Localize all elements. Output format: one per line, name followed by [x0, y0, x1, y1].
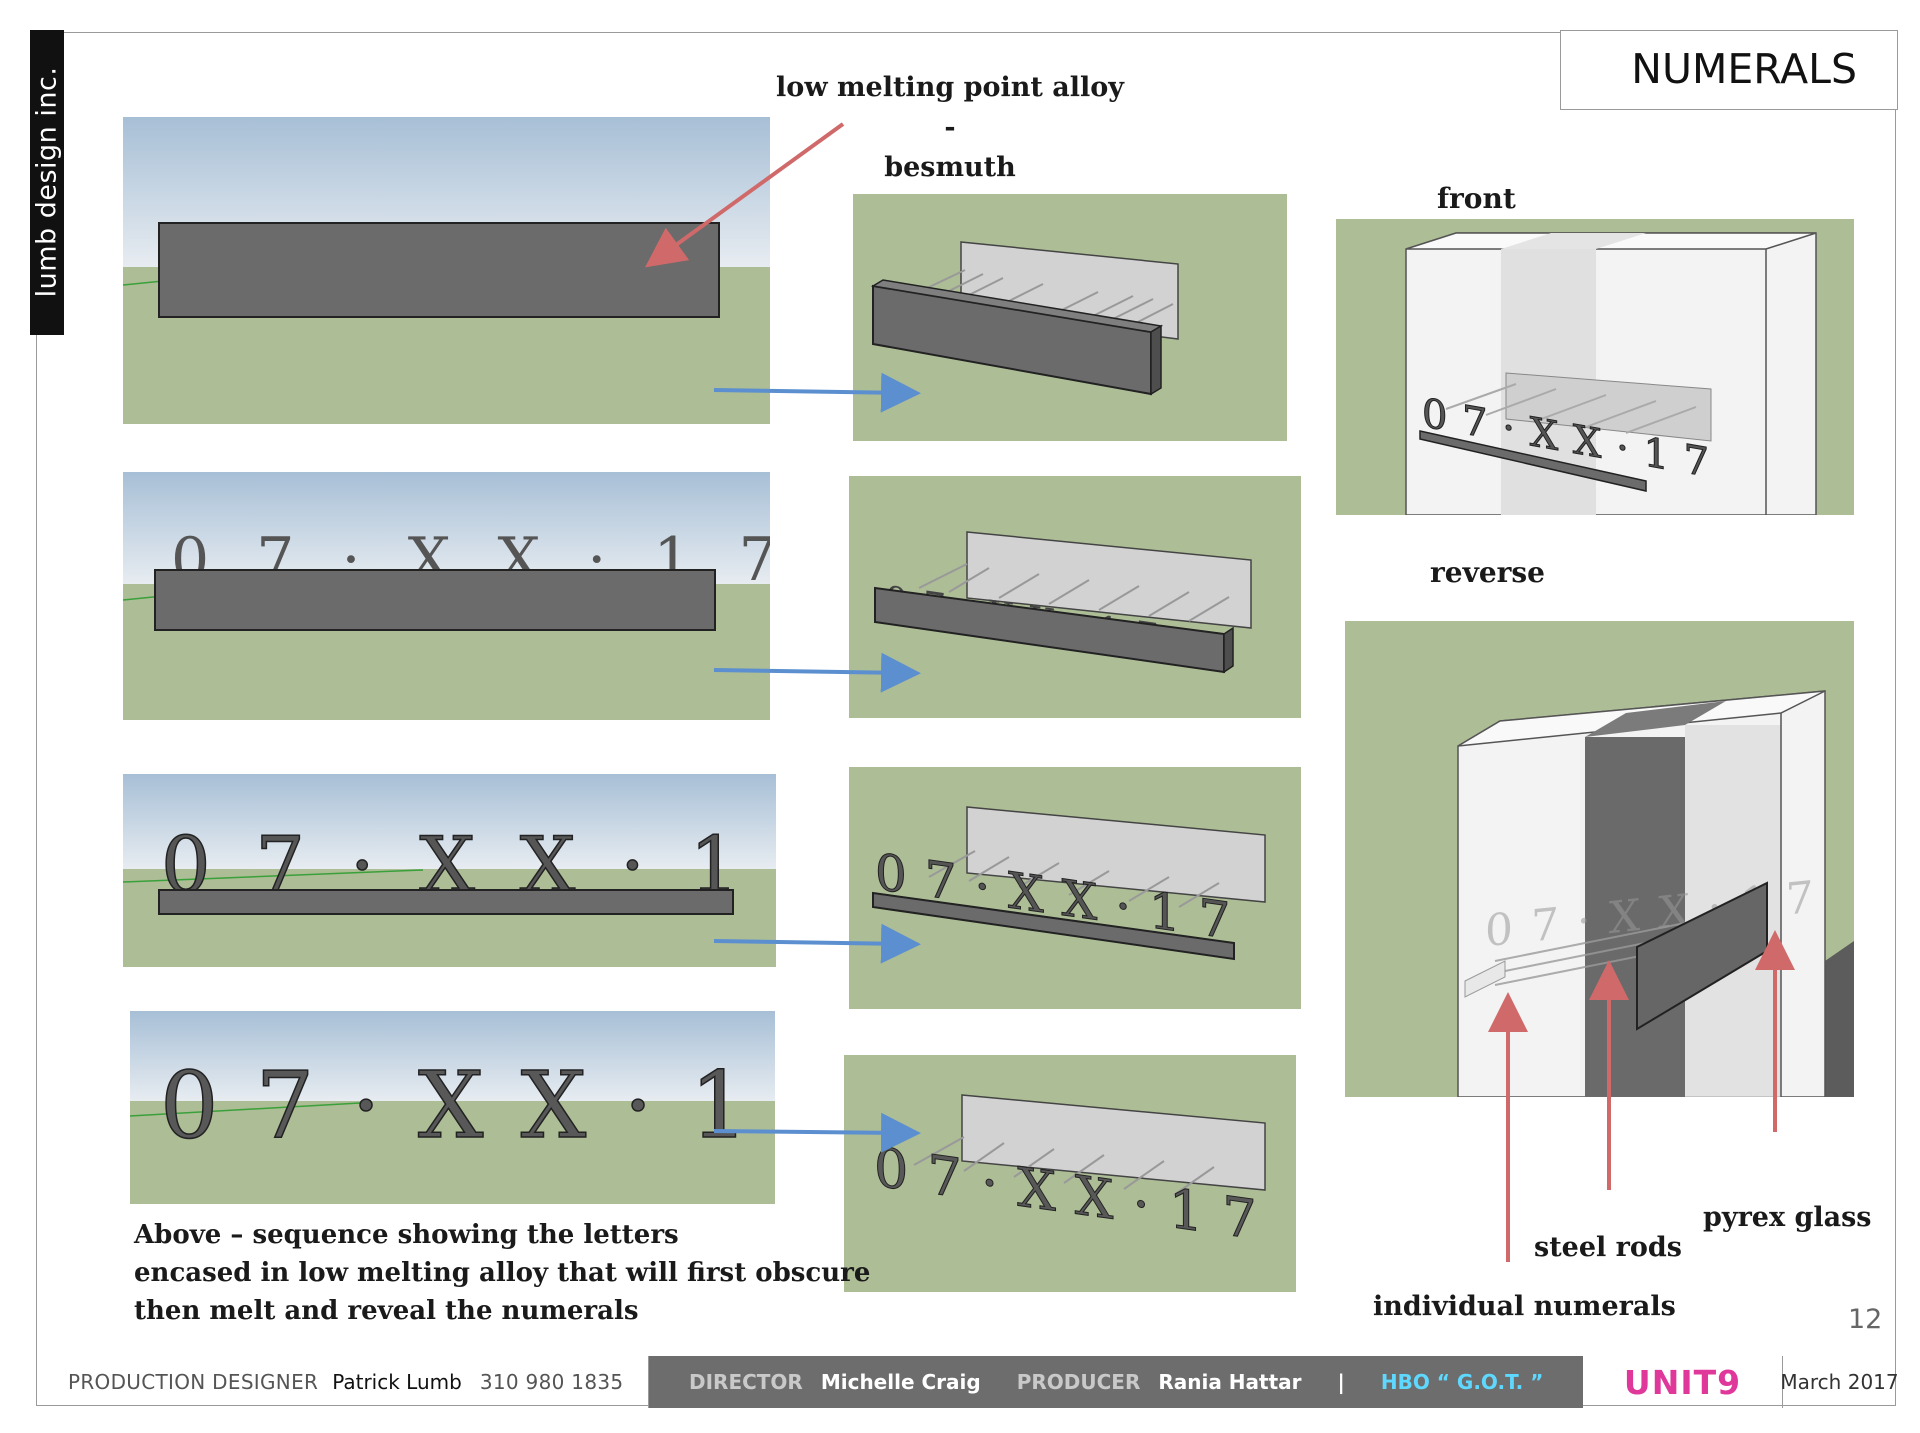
producer-name: Rania Hattar: [1158, 1370, 1302, 1394]
footer-designer: PRODUCTION DESIGNER Patrick Lumb 310 980…: [36, 1356, 649, 1408]
render-alloy-partial: 0 7 · X X · 1 7: [123, 472, 770, 720]
render-glass-assembly-2: 0 7 · X X · 1 7: [849, 476, 1301, 718]
render-glass-assembly-4: 0 7 · X X · 1 7: [844, 1055, 1296, 1292]
caption-line2: encased in low melting alloy that will f…: [134, 1258, 871, 1288]
individual-numerals-label: individual numerals: [1373, 1291, 1676, 1322]
render-front-view: 0 7 · X X · 1 7: [1336, 219, 1854, 515]
designer-phone: 310 980 1835: [479, 1370, 624, 1394]
caption-line3: then melt and reveal the numerals: [134, 1296, 639, 1326]
render-numerals-revealed: 0 7 · X X · 1 7: [130, 1011, 775, 1204]
footer-separator: |: [1337, 1370, 1345, 1394]
unit9-logo: UNIT9: [1583, 1356, 1783, 1408]
footer-credits: DIRECTOR Michelle Craig PRODUCER Rania H…: [649, 1356, 1583, 1408]
render-glass-assembly-1: [853, 194, 1287, 441]
alloy-label-line1: low melting point alloy -: [776, 72, 1124, 143]
production-designer-name: Patrick Lumb: [332, 1370, 462, 1394]
producer-label: PRODUCER: [1016, 1370, 1141, 1394]
sequence-caption: Above – sequence showing the letters enc…: [134, 1216, 870, 1330]
render-alloy-block: [123, 117, 770, 424]
alloy-label-line2: besmuth: [884, 152, 1016, 183]
show-title: HBO “ G.O.T. ”: [1380, 1370, 1544, 1394]
steel-rods-label: steel rods: [1534, 1232, 1682, 1263]
front-label: front: [1437, 182, 1516, 215]
director-name: Michelle Craig: [820, 1370, 981, 1394]
reverse-label: reverse: [1430, 556, 1545, 589]
director-label: DIRECTOR: [689, 1370, 803, 1394]
caption-line1: Above – sequence showing the letters: [134, 1220, 679, 1250]
brand-logo-text: lumb design inc.: [31, 66, 63, 298]
page-title: NUMERALS: [1631, 45, 1857, 93]
footer: PRODUCTION DESIGNER Patrick Lumb 310 980…: [36, 1356, 1899, 1408]
pyrex-glass-label: pyrex glass: [1703, 1202, 1872, 1233]
numerals-revealed-text: 0 7 · X X · 1 7: [160, 1052, 775, 1159]
production-designer-label: PRODUCTION DESIGNER: [68, 1370, 319, 1394]
render-reverse-view: 0 7 · X X · 1 7: [1345, 621, 1854, 1097]
footer-date: March 2017: [1780, 1370, 1899, 1394]
unit9-logo-text: UNIT9: [1623, 1362, 1742, 1402]
title-box: NUMERALS: [1560, 30, 1898, 110]
page-number: 12: [1848, 1304, 1883, 1335]
brand-logo: [30, 30, 64, 335]
render-numerals-base: 0 7 · X X · 1 7: [123, 774, 776, 967]
alloy-label: low melting point alloy - besmuth: [770, 68, 1130, 188]
render-glass-assembly-3: 0 7 · X X · 1 7: [849, 767, 1301, 1009]
